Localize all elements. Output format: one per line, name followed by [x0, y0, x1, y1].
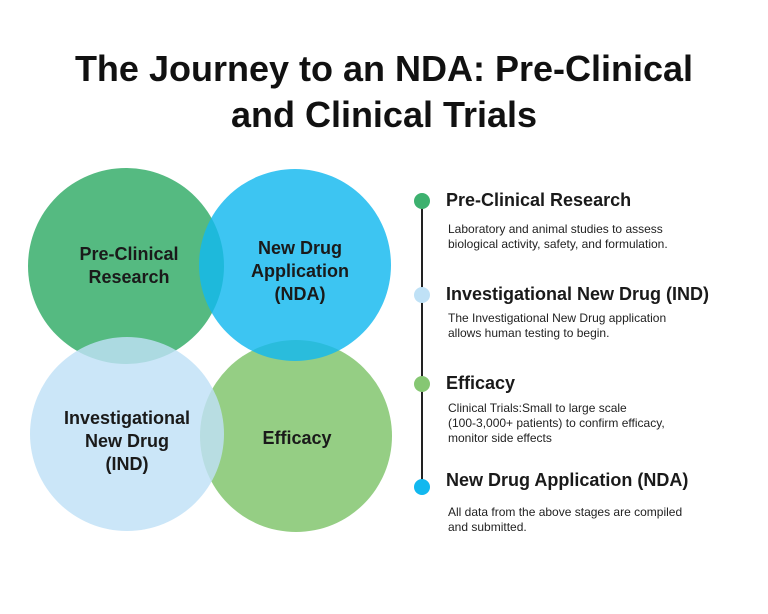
- timeline-line: [421, 200, 423, 487]
- timeline-dot-pre-clinical: [414, 193, 430, 209]
- page-title: The Journey to an NDA: Pre-Clinical and …: [0, 46, 768, 138]
- timeline-desc-efficacy: Clinical Trials:Small to large scale (10…: [448, 401, 665, 445]
- timeline-dot-nda: [414, 479, 430, 495]
- timeline-desc-pre-clinical: Laboratory and animal studies to assess …: [448, 222, 668, 251]
- venn-label-ind: Investigational New Drug (IND): [63, 408, 191, 474]
- timeline-heading-pre-clinical: Pre-Clinical Research: [446, 190, 632, 210]
- circle-efficacy: [200, 340, 392, 532]
- circle-nda: [199, 169, 391, 361]
- venn-label-efficacy: Efficacy: [262, 428, 332, 448]
- title-line-2: and Clinical Trials: [230, 94, 538, 135]
- title-line-1: The Journey to an NDA: Pre-Clinical: [74, 48, 694, 89]
- timeline-desc-ind: The Investigational New Drug application…: [448, 311, 667, 340]
- timeline-dot-ind: [414, 287, 430, 303]
- circle-pre-clinical: [28, 168, 224, 364]
- timeline-dot-efficacy: [414, 376, 430, 392]
- circle-ind: [30, 337, 224, 531]
- timeline-desc-nda: All data from the above stages are compi…: [448, 505, 683, 534]
- venn-label-pre-clinical: Pre-Clinical Research: [79, 244, 179, 287]
- timeline-heading-efficacy: Efficacy: [446, 373, 516, 393]
- timeline-heading-ind: Investigational New Drug (IND): [446, 284, 710, 304]
- venn-label-nda: New Drug Application (NDA): [251, 238, 349, 304]
- timeline-heading-nda: New Drug Application (NDA): [446, 470, 689, 490]
